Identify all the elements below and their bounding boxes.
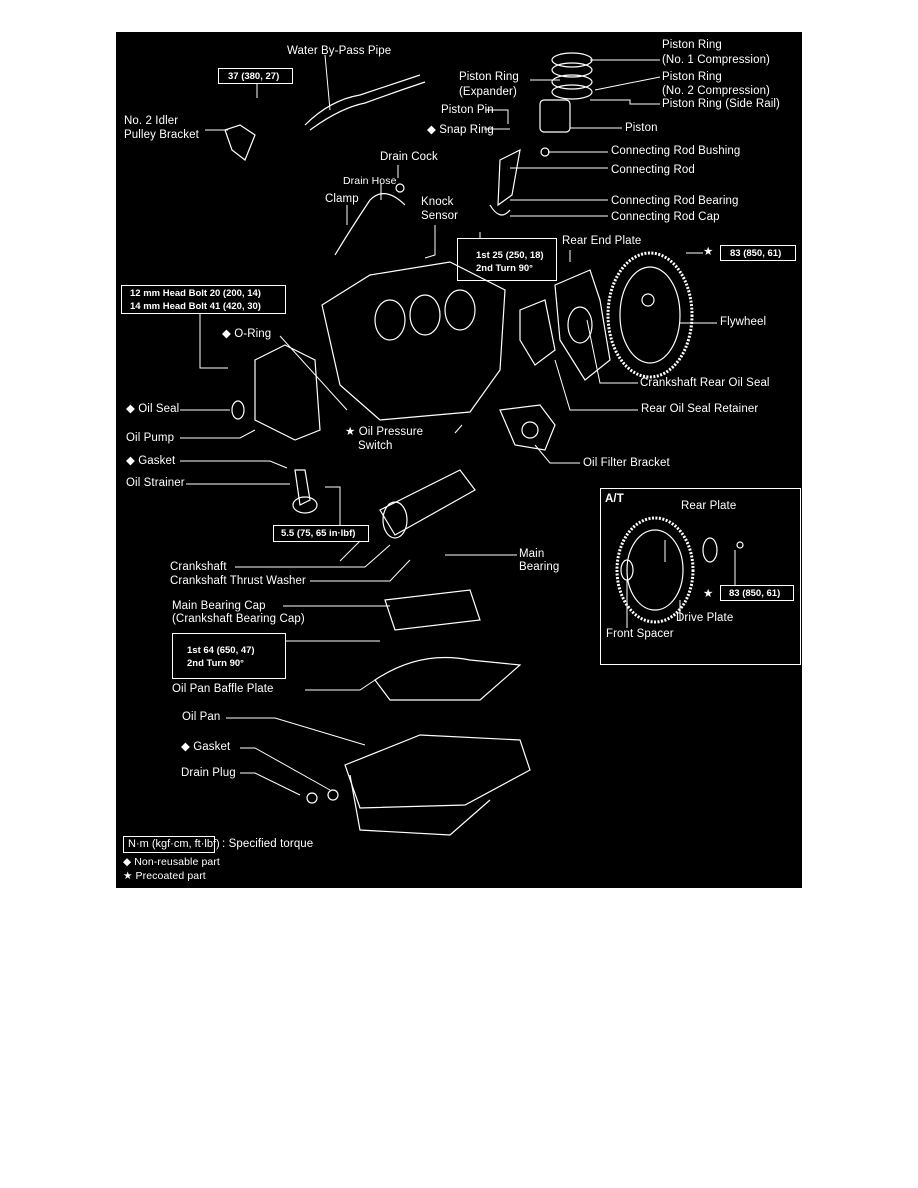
part-oil-filter-bracket — [499, 404, 556, 451]
torque-head-bolts: 12 mm Head Bolt 20 (200, 14) 14 mm Head … — [121, 285, 286, 314]
label-oil-pump: Oil Pump — [126, 432, 175, 444]
label-oil-strainer: Oil Strainer — [126, 477, 185, 489]
label-piston-ring-no2-sub: (No. 2 Compression) — [662, 85, 770, 97]
label-piston: Piston — [625, 122, 658, 134]
part-water-pipe — [304, 74, 426, 131]
label-oil-pan: Oil Pan — [182, 711, 221, 723]
label-knock-sensor-2: Sensor — [421, 210, 459, 222]
label-rear-plate: Rear Plate — [681, 500, 737, 512]
label-idler-bracket-2: Pulley Bracket — [124, 129, 199, 141]
label-main-bearing-cap-2: (Crankshaft Bearing Cap) — [172, 613, 305, 625]
torque-con-rod-step2: 2nd Turn 90° — [476, 263, 533, 274]
label-oil-pressure-switch-2: Switch — [358, 440, 393, 452]
torque-head-bolt-12: 12 mm Head Bolt 20 (200, 14) — [130, 288, 261, 299]
label-drain-plug: Drain Plug — [181, 767, 236, 779]
label-o-ring: ◆ O-Ring — [222, 328, 272, 340]
part-oil-pan — [306, 734, 531, 836]
label-piston-pin: Piston Pin — [441, 104, 494, 116]
label-knock-sensor: Knock — [421, 196, 454, 208]
torque-strainer: 5.5 (75, 65 in·lbf) — [273, 525, 369, 542]
label-piston-ring-expander-sub: (Expander) — [459, 86, 517, 98]
label-oil-pressure-switch: ★ Oil Pressure — [345, 426, 424, 438]
label-piston-ring-expander: Piston Ring — [459, 71, 519, 83]
label-oil-seal: ◆ Oil Seal — [126, 403, 180, 415]
torque-main-cap-step2: 2nd Turn 90° — [187, 658, 244, 669]
torque-con-rod-step1: 1st 25 (250, 18) — [476, 250, 544, 261]
part-main-bearing-cap — [384, 589, 481, 631]
label-piston-ring-side-rail: Piston Ring (Side Rail) — [662, 98, 780, 110]
label-drain-cock: Drain Cock — [380, 151, 438, 163]
part-drive-plate — [615, 516, 744, 624]
part-drain-hose — [334, 183, 406, 256]
legend-precoated: ★ Precoated part — [123, 870, 206, 882]
torque-con-rod: 1st 25 (250, 18) 2nd Turn 90° — [457, 238, 557, 281]
at-inset — [600, 488, 801, 665]
label-main-bearing-2: Bearing — [519, 561, 560, 573]
torque-main-cap-step1: 1st 64 (650, 47) — [187, 645, 255, 656]
part-piston-rings — [551, 52, 593, 100]
label-crankshaft-rear-oil-seal: Crankshaft Rear Oil Seal — [640, 377, 770, 389]
legend-unit-desc: : Specified torque — [222, 838, 314, 850]
part-idler-bracket — [224, 124, 256, 161]
legend-non-reusable: ◆ Non-reusable part — [123, 856, 220, 868]
label-con-rod: Connecting Rod — [611, 164, 695, 176]
star-icon: ★ — [703, 246, 714, 258]
label-drain-hose: Drain Hose — [343, 175, 397, 187]
at-inset-title: A/T — [605, 493, 624, 505]
label-flywheel: Flywheel — [720, 316, 767, 328]
label-oil-filter-bracket: Oil Filter Bracket — [583, 457, 670, 469]
torque-idler-bolt: 37 (380, 27) — [218, 68, 293, 84]
legend-unit-box: N·m (kgf·cm, ft·lbf) — [123, 836, 220, 853]
label-gasket-strainer: ◆ Gasket — [126, 455, 176, 467]
label-rear-end-plate: Rear End Plate — [562, 235, 642, 247]
label-main-bearing: Main — [519, 548, 545, 560]
star-icon: ★ — [703, 588, 714, 600]
label-piston-ring-no2: Piston Ring — [662, 71, 722, 83]
label-con-rod-cap: Connecting Rod Cap — [611, 211, 720, 223]
part-rear-end-plate — [554, 269, 611, 381]
label-rear-oil-seal-retainer: Rear Oil Seal Retainer — [641, 403, 759, 415]
part-piston — [539, 99, 571, 133]
label-baffle-plate: Oil Pan Baffle Plate — [172, 683, 274, 695]
label-clamp: Clamp — [325, 193, 359, 205]
diagram-panel — [116, 32, 802, 888]
part-oil-pump — [231, 344, 321, 441]
part-crankshaft — [379, 469, 476, 539]
label-snap-ring: ◆ Snap Ring — [427, 124, 494, 136]
part-connecting-rod — [489, 147, 550, 216]
torque-main-cap: 1st 64 (650, 47) 2nd Turn 90° — [172, 633, 286, 679]
label-gasket-drain: ◆ Gasket — [181, 741, 231, 753]
label-crankshaft: Crankshaft — [170, 561, 227, 573]
label-piston-ring-no1-sub: (No. 1 Compression) — [662, 54, 770, 66]
label-piston-ring-no1: Piston Ring — [662, 39, 722, 51]
torque-flywheel: 83 (850, 61) — [720, 245, 796, 261]
part-oil-seal-retainer — [519, 299, 556, 366]
label-con-rod-bushing: Connecting Rod Bushing — [611, 145, 741, 157]
label-con-rod-bearing: Connecting Rod Bearing — [611, 195, 739, 207]
label-front-spacer: Front Spacer — [606, 628, 674, 640]
leader-lines — [180, 54, 736, 796]
part-cylinder-block — [321, 261, 506, 421]
label-drive-plate: Drive Plate — [676, 612, 734, 624]
part-baffle-plate — [374, 656, 522, 701]
label-water-bypass-pipe: Water By-Pass Pipe — [287, 45, 392, 57]
label-thrust-washer: Crankshaft Thrust Washer — [170, 575, 306, 587]
torque-head-bolt-14: 14 mm Head Bolt 41 (420, 30) — [130, 301, 261, 312]
part-flywheel — [606, 251, 694, 379]
part-oil-strainer — [292, 469, 318, 514]
label-main-bearing-cap: Main Bearing Cap — [172, 600, 266, 612]
label-idler-bracket: No. 2 Idler — [124, 115, 179, 127]
torque-drive-plate: 83 (850, 61) — [720, 585, 794, 601]
